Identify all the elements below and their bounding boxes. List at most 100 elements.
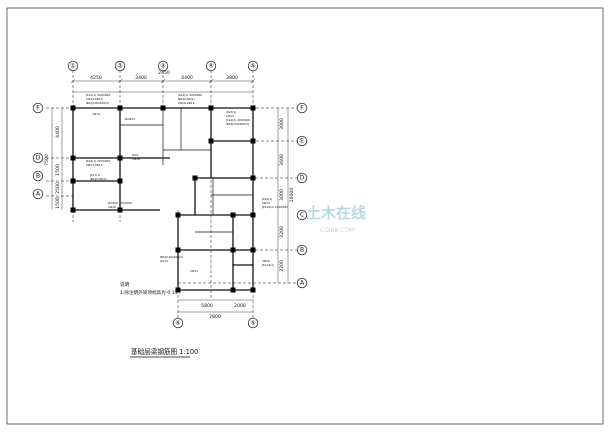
column xyxy=(117,105,123,111)
axis-bubble-5-bottom xyxy=(247,317,259,329)
column xyxy=(175,247,181,253)
beam-annotation: 2Φ14 xyxy=(262,201,270,205)
axis-bubble-5-label: ⑤ xyxy=(250,63,255,70)
right-dim-1: 3000 xyxy=(279,118,285,130)
axis-bubble-B-right-label: B xyxy=(300,247,304,254)
axis-bubble-2 xyxy=(114,60,126,72)
note-line: 1.除注明外梁顶标高为-0.15 xyxy=(120,289,178,296)
top-dim-center: 2450 xyxy=(158,70,170,76)
beam-annotation: JKL3(1) xyxy=(225,110,236,114)
beam-annotations: JKL1(1) 200X400 2Φ14;2Φ14 Φ8@100/200(2) … xyxy=(85,93,288,273)
column xyxy=(208,138,214,144)
bottom-dim-2: 2000 xyxy=(234,303,246,309)
right-axis-bubbles: F E D C B A xyxy=(296,102,308,289)
beam-annotation: JKL1(1) 200X400 xyxy=(85,93,110,97)
column xyxy=(250,175,256,181)
right-dim-5: 3200 xyxy=(279,260,285,272)
axis-bubble-4 xyxy=(205,60,217,72)
column xyxy=(230,212,236,218)
axis-bubble-3 xyxy=(157,60,169,72)
sheet-border xyxy=(6,7,604,425)
top-dimension-chain: 4250 3400 2450 4400 3800 xyxy=(70,70,256,93)
axis-bubble-A-right xyxy=(296,277,308,289)
right-dim-2: 3600 xyxy=(279,154,285,166)
axis-bubble-E-right-label: E xyxy=(300,138,304,145)
beam-annotation: JKL8(2) 200X400 xyxy=(107,201,132,205)
axis-bubble-6-bottom-label: ⑥ xyxy=(175,320,180,327)
axis-bubble-A-left xyxy=(32,188,44,200)
axis-bubble-1 xyxy=(67,60,79,72)
beam-annotation: 2Φ18 xyxy=(108,205,116,209)
left-dim-3: 2500 xyxy=(55,182,61,194)
column xyxy=(70,207,76,213)
beam-annotation: JKL12(1) xyxy=(261,263,274,267)
axis-bubble-F-left-label: F xyxy=(36,105,40,112)
beam-annotation: JKL7(1) xyxy=(89,173,100,177)
column xyxy=(250,105,256,111)
right-dim-4: 3200 xyxy=(279,226,285,238)
column xyxy=(117,155,123,161)
column xyxy=(250,138,256,144)
right-dim-3: 3000 xyxy=(279,189,285,201)
top-dim-2: 3400 xyxy=(135,75,147,81)
beam-annotation: JKL6(1) 200X400 xyxy=(85,159,110,163)
beam-annotation: JKL10(1) 200X500 xyxy=(261,205,288,209)
bottom-dim-total: 7800 xyxy=(209,314,221,320)
axis-bubble-F-right-label: F xyxy=(300,105,304,112)
watermark-subtext: COI88.COM xyxy=(320,227,354,234)
beam-annotation: JKL5 xyxy=(131,153,138,157)
top-dim-4: 3800 xyxy=(226,75,238,81)
watermark-text: 土木在线 xyxy=(306,204,366,222)
axis-bubble-3-label: ③ xyxy=(160,63,165,70)
axis-bubble-F-right xyxy=(296,102,308,114)
axis-bubble-A-right-label: A xyxy=(300,280,305,287)
beam-annotation: N2Φ12 xyxy=(125,117,135,121)
top-dim-tick xyxy=(160,78,166,84)
axis-bubble-B-left xyxy=(32,170,44,182)
axis-bubble-D-right-label: D xyxy=(300,175,305,182)
column xyxy=(70,178,76,184)
axis-bubble-C-right-label: C xyxy=(300,212,304,219)
beam-annotation: Φ8@100(2) xyxy=(90,177,107,181)
axis-bubble-E-right xyxy=(296,135,308,147)
column xyxy=(70,155,76,161)
bottom-dim-1: 5800 xyxy=(201,303,213,309)
column xyxy=(70,105,76,111)
axis-bubble-6-bottom xyxy=(172,317,184,329)
left-dim-total: 7500 xyxy=(44,154,50,166)
left-dim-1: 4400 xyxy=(55,126,61,138)
axis-bubble-F-left xyxy=(32,102,44,114)
beam-annotation: 2Φ14 xyxy=(226,114,234,118)
column xyxy=(175,212,181,218)
columns xyxy=(70,105,256,293)
left-dimension-chain: 7500 4400 1500 2500 1500 xyxy=(44,108,63,210)
axis-bubble-B-right xyxy=(296,244,308,256)
right-dim-total: 16000 xyxy=(289,188,295,203)
beam-annotation: Φ8@100/200(2) xyxy=(86,101,109,105)
axis-bubble-D-left xyxy=(32,152,44,164)
column xyxy=(250,287,256,293)
note-heading: 说明 xyxy=(120,281,130,288)
beam-annotation: JKL4(2) 200X400 xyxy=(225,118,250,122)
column xyxy=(117,178,123,184)
axis-bubble-B-left-label: B xyxy=(36,173,40,180)
right-dimension-chain: 3000 3600 3000 16000 3200 3200 xyxy=(277,108,295,283)
axis-bubble-1-label: ① xyxy=(70,63,75,70)
beam-annotation: Φ8@100/200(2) xyxy=(160,255,183,259)
top-dim-tick xyxy=(208,78,214,84)
beam-annotation: Φ8@100(2) xyxy=(178,97,195,101)
beam-annotation: JKL9(1) xyxy=(261,197,272,201)
top-dim-1: 4250 xyxy=(90,75,102,81)
axis-bubble-D-left-label: D xyxy=(36,155,41,162)
column xyxy=(117,207,123,213)
axis-bubble-D-right xyxy=(296,172,308,184)
beam-annotation: 2Φ16 xyxy=(132,157,140,161)
column xyxy=(175,287,181,293)
column xyxy=(192,175,198,181)
beam-annotation: 2Φ14 xyxy=(92,112,100,116)
column xyxy=(230,287,236,293)
beam-annotation: JKL2(1) 200X400 xyxy=(177,93,202,97)
axis-bubble-C-right xyxy=(296,209,308,221)
beam-annotation: 2Φ14;3Φ16 xyxy=(86,163,103,167)
